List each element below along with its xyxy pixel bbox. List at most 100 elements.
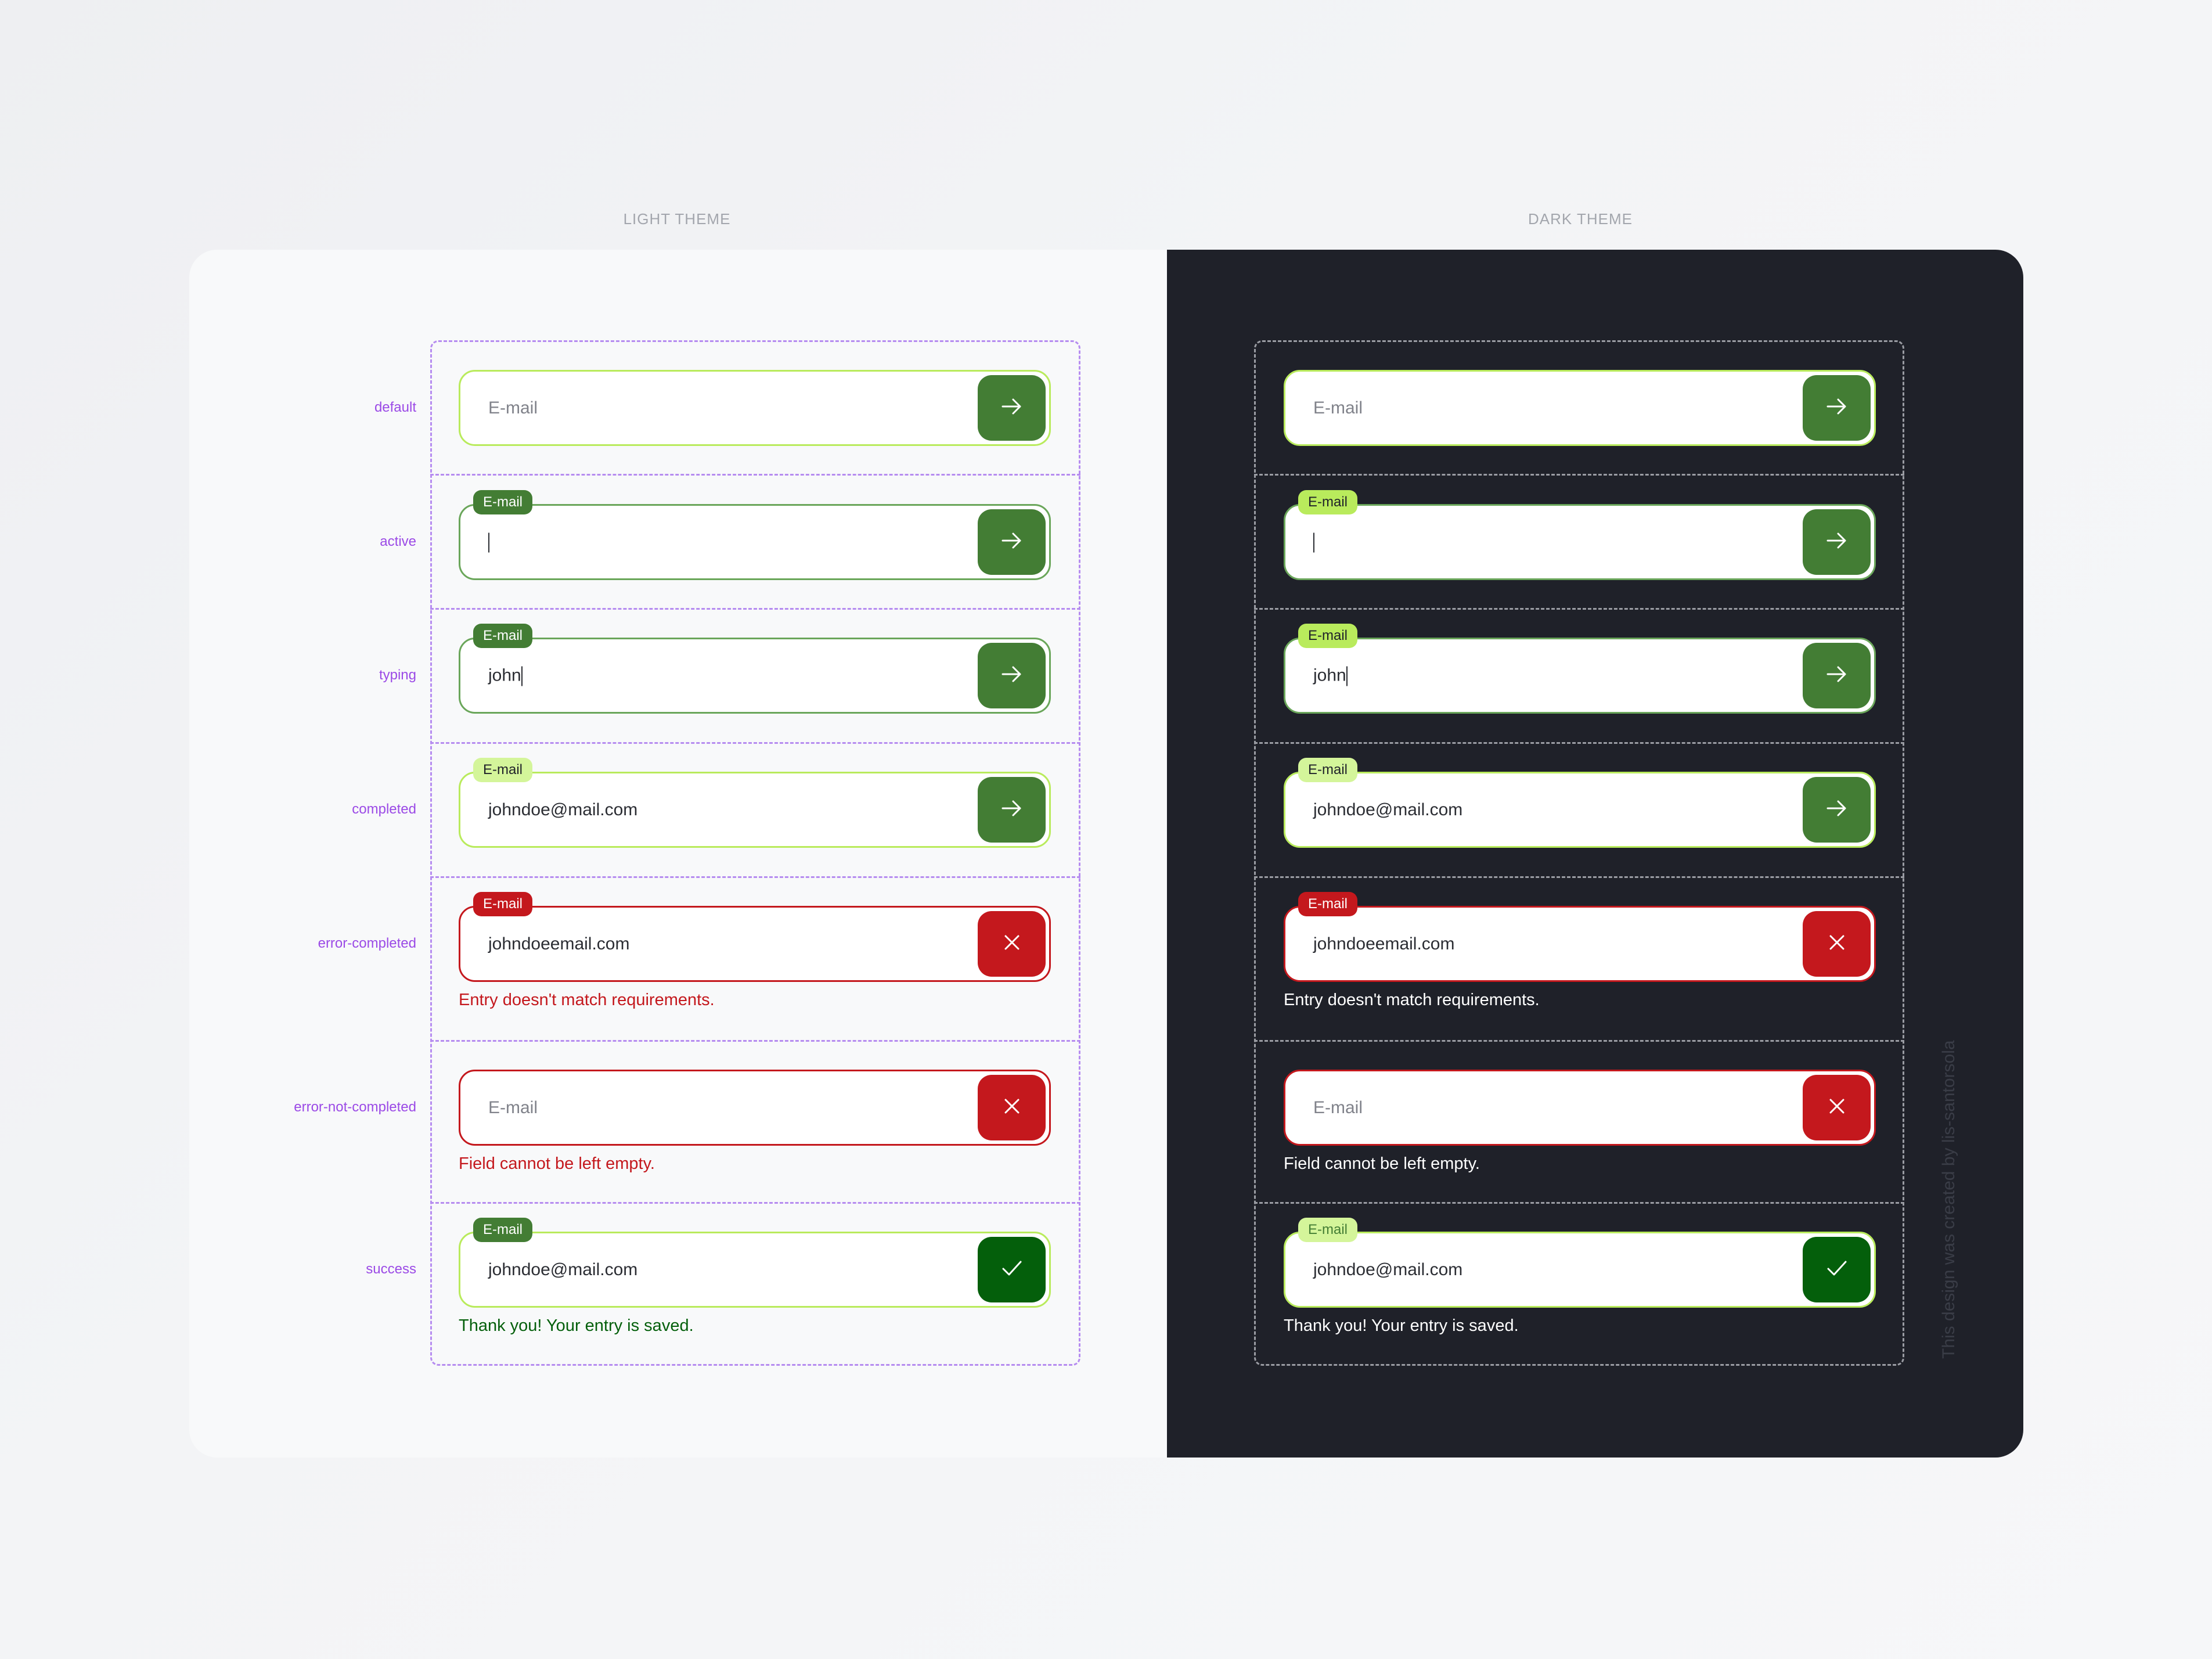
dark-email-field-typing[interactable]: E-mail john xyxy=(1284,624,1876,714)
input-value: johndoe@mail.com xyxy=(1313,1260,1462,1280)
floating-label: E-mail xyxy=(1298,624,1358,648)
state-divider xyxy=(1254,1040,1904,1042)
helper-text: Entry doesn't match requirements. xyxy=(459,991,715,1009)
state-divider xyxy=(1254,608,1904,610)
helper-text: Field cannot be left empty. xyxy=(1284,1154,1480,1173)
floating-label: E-mail xyxy=(1298,1218,1358,1242)
state-label-error-not-completed: error-not-completed xyxy=(294,1099,416,1115)
confirm-button[interactable] xyxy=(1803,1237,1871,1302)
clear-button[interactable] xyxy=(978,1075,1046,1140)
input-value: johndoe@mail.com xyxy=(488,800,637,820)
submit-button[interactable] xyxy=(1803,509,1871,575)
arrow-right-icon xyxy=(1825,397,1849,419)
text-caret xyxy=(521,666,523,686)
state-divider xyxy=(430,1040,1080,1042)
dark-states-frame xyxy=(1254,340,1904,1366)
light-theme-title: LIGHT THEME xyxy=(623,210,731,228)
state-label-default: default xyxy=(374,400,416,415)
floating-label: E-mail xyxy=(473,758,533,782)
floating-label: E-mail xyxy=(473,892,533,916)
submit-button[interactable] xyxy=(978,509,1046,575)
light-states-frame xyxy=(430,340,1080,1366)
arrow-right-icon xyxy=(1000,397,1024,419)
arrow-right-icon xyxy=(1000,531,1024,553)
floating-label: E-mail xyxy=(473,624,533,648)
input-value: john xyxy=(488,665,523,686)
light-email-field-default[interactable]: E-mail xyxy=(459,370,1051,446)
state-label-error-completed: error-completed xyxy=(318,935,416,951)
submit-button[interactable] xyxy=(978,643,1046,708)
arrow-right-icon xyxy=(1825,531,1849,553)
input-value: johndoe@mail.com xyxy=(488,1260,637,1280)
state-label-active: active xyxy=(380,534,416,549)
arrow-right-icon xyxy=(1825,798,1849,821)
showcase-card xyxy=(189,250,2023,1458)
arrow-right-icon xyxy=(1000,798,1024,821)
state-divider xyxy=(430,1202,1080,1204)
state-divider xyxy=(430,876,1080,878)
light-email-field-error-completed[interactable]: E-mail johndoe­email.com xyxy=(459,892,1051,982)
floating-label: E-mail xyxy=(473,1218,533,1242)
state-divider xyxy=(430,742,1080,744)
state-label-completed: completed xyxy=(352,801,416,817)
input-text: john xyxy=(1313,665,1346,685)
input-placeholder: E-mail xyxy=(1313,1097,1363,1117)
watermark: This design was created by lis-santorsol… xyxy=(1939,1040,1958,1359)
state-divider xyxy=(430,608,1080,610)
light-email-field-error-not-completed[interactable]: E-mail xyxy=(459,1070,1051,1146)
input-value: john xyxy=(1313,665,1348,686)
input-value xyxy=(1313,532,1314,553)
dark-email-field-success[interactable]: E-mail johndoe@mail.com xyxy=(1284,1218,1876,1308)
dark-email-field-completed[interactable]: E-mail johndoe@mail.com xyxy=(1284,758,1876,848)
input-placeholder: E-mail xyxy=(1313,398,1363,418)
check-icon xyxy=(1826,1258,1848,1281)
helper-text: Thank you! Your entry is saved. xyxy=(459,1316,694,1335)
input-placeholder: E-mail xyxy=(488,1097,538,1117)
input-text: johndoe@mail.com xyxy=(1313,1259,1463,1279)
dark-email-field-active[interactable]: E-mail xyxy=(1284,490,1876,580)
floating-label: E-mail xyxy=(1298,758,1358,782)
floating-label: E-mail xyxy=(1298,892,1358,916)
dark-email-field-error-not-completed[interactable]: E-mail xyxy=(1284,1070,1876,1146)
state-divider xyxy=(1254,474,1904,476)
input-text: johndoe@mail.com xyxy=(488,1259,638,1279)
state-divider xyxy=(1254,742,1904,744)
light-email-field-typing[interactable]: E-mail john xyxy=(459,624,1051,714)
input-text: john xyxy=(488,665,521,685)
submit-button[interactable] xyxy=(1803,777,1871,843)
clear-button[interactable] xyxy=(1803,1075,1871,1140)
state-divider xyxy=(1254,1202,1904,1204)
floating-label: E-mail xyxy=(473,490,533,514)
light-email-field-success[interactable]: E-mail johndoe@mail.com xyxy=(459,1218,1051,1308)
dark-email-field-default[interactable]: E-mail xyxy=(1284,370,1876,446)
input-value: johndoe@mail.com xyxy=(1313,800,1462,820)
helper-text: Field cannot be left empty. xyxy=(459,1154,655,1173)
check-icon xyxy=(1001,1258,1023,1281)
close-icon xyxy=(1002,1096,1022,1119)
input-text: johndoe­email.com xyxy=(488,934,630,953)
submit-button[interactable] xyxy=(978,375,1046,441)
close-icon xyxy=(1827,933,1847,955)
helper-text: Entry doesn't match requirements. xyxy=(1284,991,1540,1009)
state-divider xyxy=(430,474,1080,476)
state-label-typing: typing xyxy=(379,667,416,683)
state-divider xyxy=(1254,876,1904,878)
light-email-field-completed[interactable]: E-mail johndoe@mail.com xyxy=(459,758,1051,848)
input-text: johndoe@mail.com xyxy=(488,800,638,819)
input-value: johndoe­email.com xyxy=(1313,934,1454,954)
clear-button[interactable] xyxy=(1803,911,1871,977)
submit-button[interactable] xyxy=(978,777,1046,843)
close-icon xyxy=(1002,933,1022,955)
close-icon xyxy=(1827,1096,1847,1119)
input-placeholder: E-mail xyxy=(488,398,538,418)
text-caret xyxy=(488,532,489,553)
confirm-button[interactable] xyxy=(978,1237,1046,1302)
input-text: johndoe­email.com xyxy=(1313,934,1455,953)
submit-button[interactable] xyxy=(1803,643,1871,708)
light-email-field-active[interactable]: E-mail xyxy=(459,490,1051,580)
submit-button[interactable] xyxy=(1803,375,1871,441)
clear-button[interactable] xyxy=(978,911,1046,977)
state-label-success: success xyxy=(366,1261,416,1277)
helper-text: Thank you! Your entry is saved. xyxy=(1284,1316,1519,1335)
dark-email-field-error-completed[interactable]: E-mail johndoe­email.com xyxy=(1284,892,1876,982)
